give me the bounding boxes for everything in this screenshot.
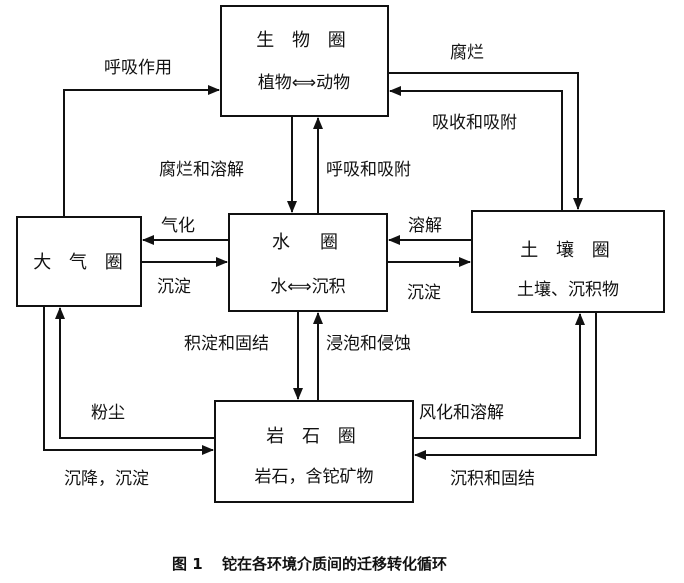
arrow-lithosphere-to-atmosphere xyxy=(55,307,215,439)
hydrosphere-content: 水⟺沉积 xyxy=(270,277,345,297)
hydrosphere-box: 水 圈 水⟺沉积 xyxy=(228,213,388,312)
pedosphere-content: 土壤、沉积物 xyxy=(517,279,619,300)
label-respiration-adsorption: 呼吸和吸附 xyxy=(326,160,411,180)
label-deposition-consolidation: 沉积和固结 xyxy=(450,469,535,489)
label-dissolution: 溶解 xyxy=(408,216,442,236)
pedosphere-box: 土 壤 圈 土壤、沉积物 xyxy=(471,210,665,313)
label-absorption-adsorption: 吸收和吸附 xyxy=(432,113,517,133)
arrow-biosphere-to-pedosphere xyxy=(388,72,583,210)
arrow-atmosphere-to-biosphere xyxy=(63,85,220,217)
label-respiration: 呼吸作用 xyxy=(104,58,172,78)
caption-text: 铊在各环境介质间的迁移转化循环 xyxy=(222,555,447,573)
lithosphere-box: 岩 石 圈 岩石，含铊矿物 xyxy=(214,400,414,503)
arrow-pedosphere-to-biosphere xyxy=(389,86,563,211)
atmosphere-title: 大 气 圈 xyxy=(33,252,128,273)
arrow-pedosphere-to-lithosphere xyxy=(414,312,597,460)
label-leaching-erosion: 浸泡和侵蚀 xyxy=(326,334,411,354)
arrow-atmosphere-to-lithosphere xyxy=(43,306,214,455)
hydrosphere-title: 水 圈 xyxy=(272,232,344,253)
label-sedimentation-right: 沉淀 xyxy=(407,283,441,303)
label-sedimentation-left: 沉淀 xyxy=(157,277,191,297)
lithosphere-title: 岩 石 圈 xyxy=(266,426,361,447)
biosphere-content: 植物⟺动物 xyxy=(258,73,350,93)
caption-number: 图 1 xyxy=(172,555,203,573)
pedosphere-title: 土 壤 圈 xyxy=(520,240,615,261)
label-settling-sedimentation: 沉降，沉淀 xyxy=(64,469,149,489)
biosphere-title: 生 物 圈 xyxy=(256,30,351,51)
label-dust: 粉尘 xyxy=(91,403,125,423)
label-vaporization: 气化 xyxy=(161,216,195,236)
label-precipitation-consolidation: 积淀和固结 xyxy=(184,334,269,354)
label-weathering-dissolution: 风化和溶解 xyxy=(419,403,504,423)
arrow-lithosphere-to-pedosphere xyxy=(413,313,585,439)
lithosphere-content: 岩石，含铊矿物 xyxy=(255,467,374,487)
atmosphere-box: 大 气 圈 xyxy=(16,216,142,307)
figure-caption: 图 1 铊在各环境介质间的迁移转化循环 xyxy=(172,555,447,573)
label-decay-dissolution: 腐烂和溶解 xyxy=(159,160,244,180)
label-decay: 腐烂 xyxy=(450,43,484,63)
biosphere-box: 生 物 圈 植物⟺动物 xyxy=(220,5,389,117)
